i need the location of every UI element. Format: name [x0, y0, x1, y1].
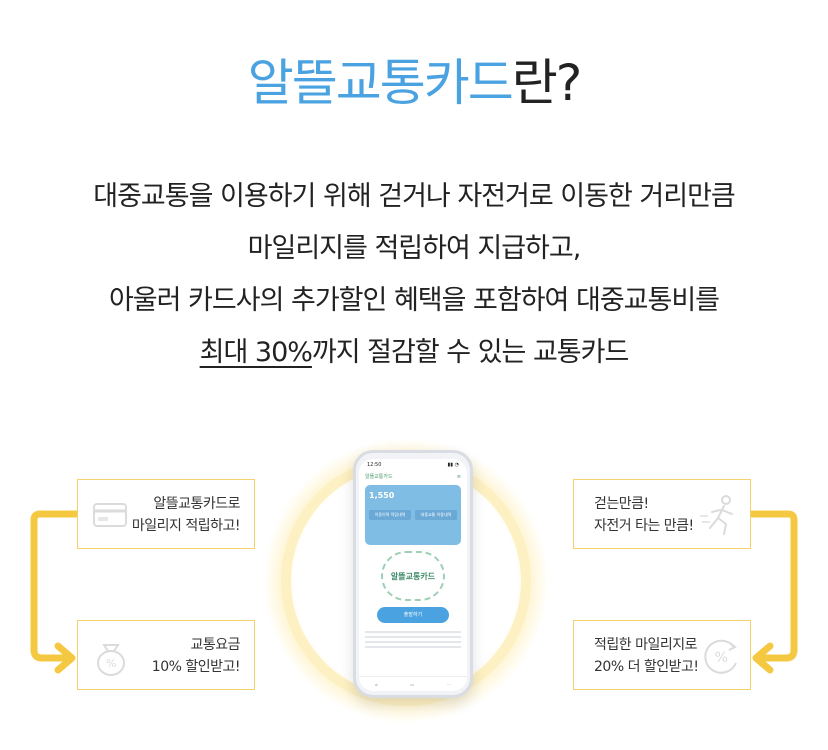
phone-start-button: 출발하기 [377, 607, 449, 623]
phone-screen: 12:50 ▮▮ ◔ 알뜰교통카드 ≡ 1,550 이동이력 적립내역 대중교통 이용… [359, 459, 467, 691]
phone-mileage-value: 1,550 [369, 491, 395, 500]
phone-status-bar: 12:50 ▮▮ ◔ [359, 459, 467, 471]
phone-app-name: 알뜰교통카드 [365, 474, 393, 480]
svg-text:%: % [106, 657, 116, 670]
description-line-2: 마일리지를 적립하여 지급하고, [247, 233, 582, 264]
left-arrow-head [54, 642, 76, 674]
card-icon [93, 503, 127, 527]
phone-time: 12:50 [367, 462, 382, 468]
description-line-1: 대중교통을 이용하기 위해 걷거나 자전거로 이동한 거리만큼 [93, 181, 736, 212]
discount-icon: % [704, 639, 737, 674]
box-mileage-earn-line2: 마일리지 적립하고! [131, 518, 241, 534]
phone-mockup: 12:50 ▮▮ ◔ 알뜰교통카드 ≡ 1,550 이동이력 적립내역 대중교통 이용… [353, 450, 473, 698]
box-fare-discount: % 교통요금 10% 할인받고! [77, 620, 255, 690]
box-extra-discount-line1: 적립한 마일리지로 [594, 637, 697, 653]
max-discount-underlined: 최대 30% [199, 337, 313, 368]
phone-text-lines [365, 631, 461, 648]
phone-mileage-card: 1,550 이동이력 적립내역 대중교통 이용내역 [365, 485, 461, 545]
left-flow-arrow [30, 510, 80, 662]
description-line-4: 최대 30%까지 절감할 수 있는 교통카드 [0, 327, 828, 379]
description-line-3: 아울러 카드사의 추가할인 혜택을 포함하여 대중교통비를 [108, 285, 720, 316]
right-arrow-head [752, 642, 774, 674]
phone-logo: 알뜰교통카드 [381, 551, 445, 601]
home-icon: ⌂ [375, 681, 378, 687]
svg-text:%: % [715, 650, 728, 666]
description: 대중교통을 이용하기 위해 걷거나 자전거로 이동한 거리만큼 마일리지를 적립… [0, 171, 828, 379]
phone-tab-2: 대중교통 이용내역 [415, 510, 457, 520]
box-extra-discount-line2: 20% 더 할인받고! [594, 659, 699, 675]
box-walk-bike-line2: 자전거 타는 만큼! [594, 518, 694, 534]
box-fare-discount-line2: 10% 할인받고! [151, 659, 241, 675]
phone-footer-nav: ⌂ ▭ ⋯ [359, 676, 467, 691]
phone-menu-icon: ≡ [456, 473, 461, 480]
money-bag-icon: % [97, 644, 125, 676]
description-line-4-rest: 까지 절감할 수 있는 교통카드 [311, 337, 629, 368]
history-icon: ▭ [410, 681, 415, 687]
box-extra-discount: % 적립한 마일리지로 20% 더 할인받고! [573, 620, 751, 690]
phone-app-header: 알뜰교통카드 ≡ [359, 471, 467, 482]
box-fare-discount-line1: 교통요금 [190, 637, 240, 653]
right-flow-arrow [748, 510, 798, 662]
title-rest: 란? [511, 54, 583, 112]
more-icon: ⋯ [446, 681, 451, 687]
box-walk-bike-line1: 걷는만큼! [594, 496, 649, 512]
box-walk-bike: 걷는만큼! 자전거 타는 만큼! [573, 479, 751, 549]
phone-tab-1: 이동이력 적립내역 [369, 510, 411, 520]
runner-icon [700, 495, 733, 535]
box-mileage-earn-line1: 알뜰교통카드로 [153, 496, 240, 512]
page-title: 알뜰교통카드란? [0, 48, 828, 118]
signal-icon: ▮▮ ◔ [447, 462, 459, 468]
title-highlight: 알뜰교통카드 [247, 54, 514, 112]
